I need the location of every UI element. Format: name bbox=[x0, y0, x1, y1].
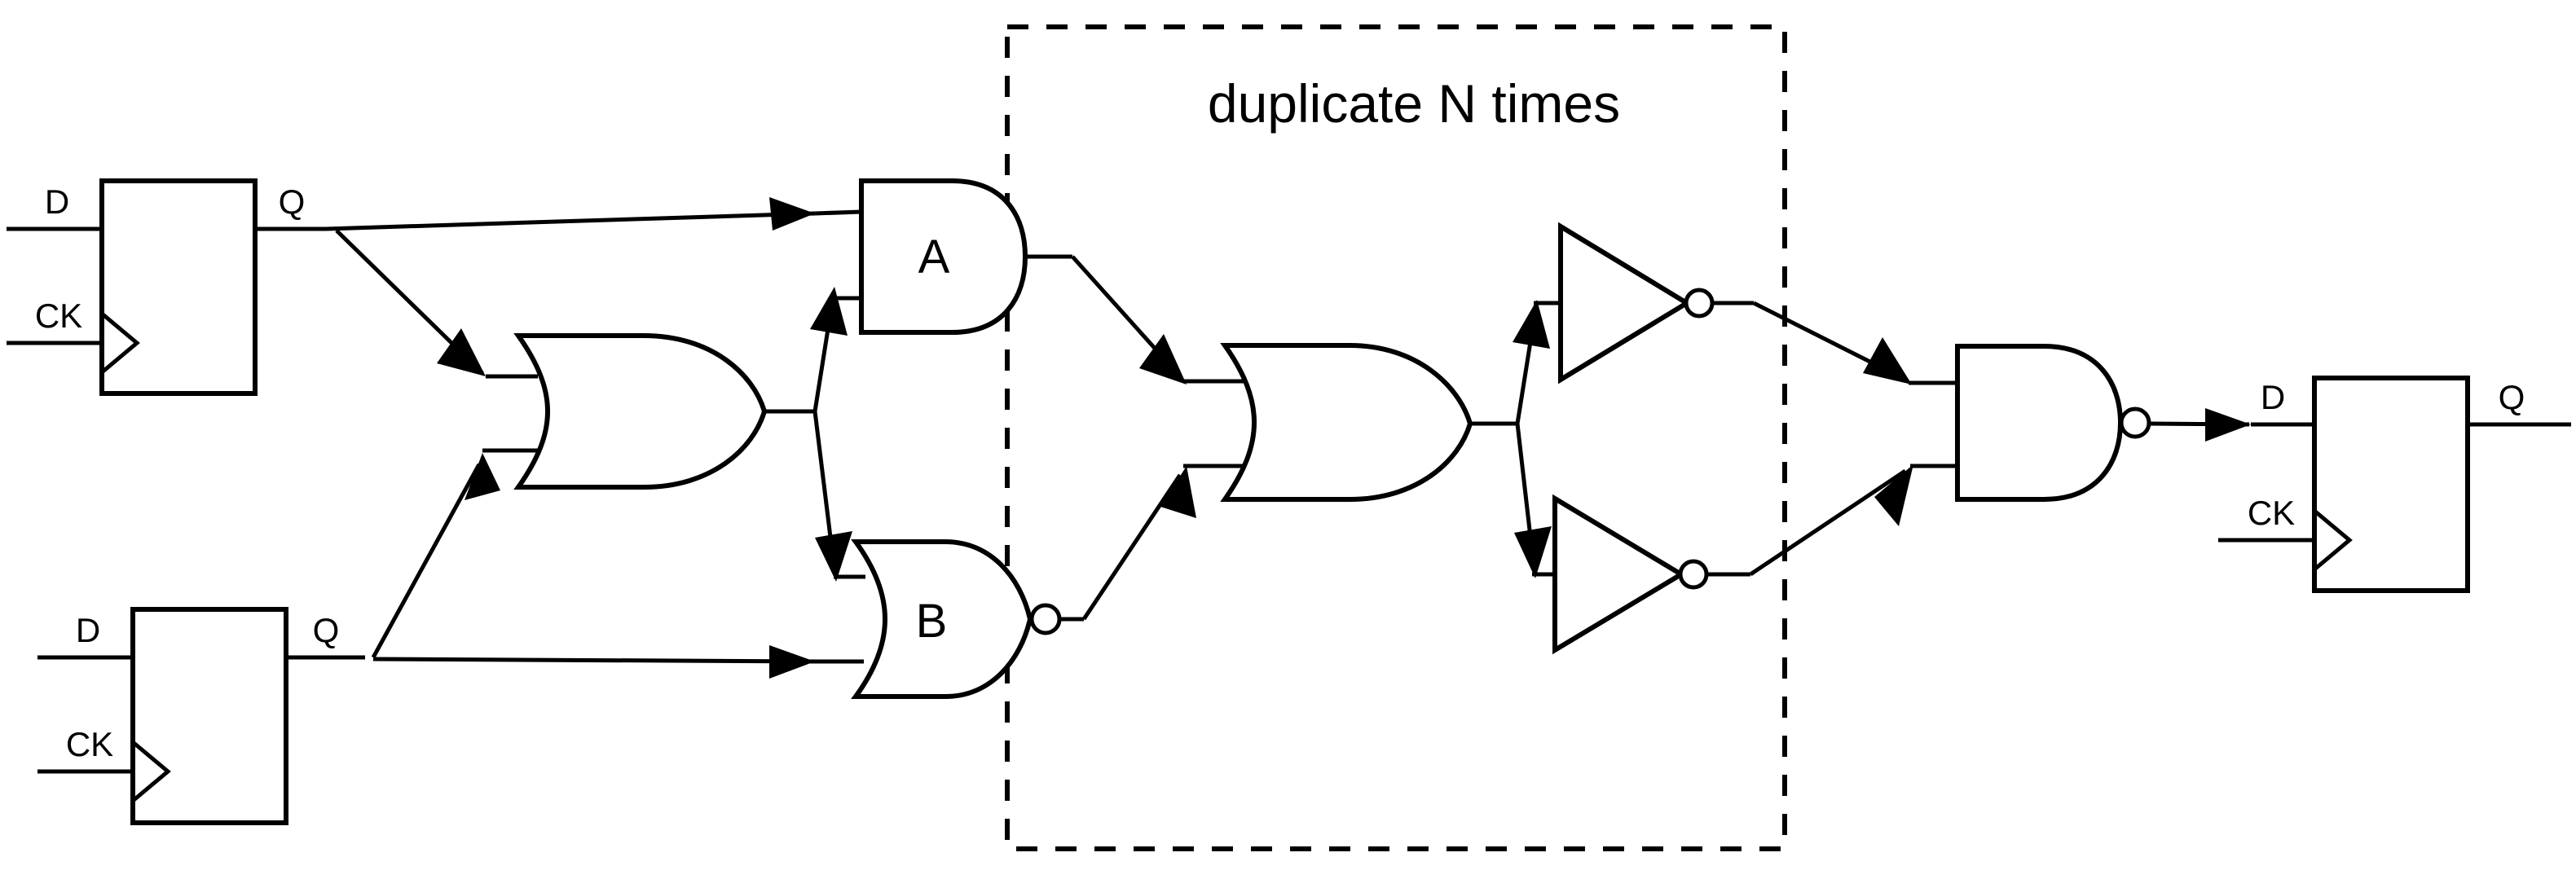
gate-b-label: B bbox=[916, 595, 948, 648]
inversion-bubble-icon bbox=[2119, 407, 2151, 439]
ff3-clock-triangle-icon bbox=[2313, 509, 2353, 571]
nand-gate-body bbox=[1955, 344, 2124, 502]
net-ff2q-to-gateB bbox=[372, 657, 816, 664]
ff3-d-label: D bbox=[2261, 378, 2285, 416]
flipflop-body bbox=[130, 607, 288, 825]
duplicate-region-box bbox=[1005, 24, 1787, 851]
flipflop-input-bottom[interactable]: D CK Q bbox=[37, 607, 365, 825]
arrowhead-icon bbox=[465, 453, 500, 500]
inverter-triangle-body bbox=[1558, 222, 1692, 385]
duplicate-region-label: duplicate N times bbox=[1208, 73, 1620, 134]
net-invbot-to-nand bbox=[1749, 468, 1907, 577]
arrowhead-icon bbox=[1514, 526, 1552, 578]
arrowhead-icon bbox=[815, 531, 852, 582]
arrowhead-icon bbox=[810, 287, 848, 336]
arrowhead-icon bbox=[769, 197, 815, 231]
or-gate-body bbox=[513, 333, 768, 490]
ff2-q-label: Q bbox=[313, 611, 340, 649]
or-gate-body bbox=[1220, 343, 1473, 502]
gate-b-nor[interactable]: B bbox=[851, 539, 1084, 699]
arrowhead-icon bbox=[1160, 466, 1196, 518]
ff2-ck-label: CK bbox=[66, 725, 113, 763]
ff3-ck-label: CK bbox=[2248, 494, 2295, 532]
ff2-d-label: D bbox=[76, 611, 100, 649]
gate-or-left[interactable] bbox=[486, 333, 815, 490]
gate-a-label: A bbox=[918, 231, 950, 283]
net-ff2q-to-orleft bbox=[371, 463, 482, 659]
ff1-d-label: D bbox=[45, 182, 69, 221]
flipflop-output[interactable]: D CK Q bbox=[2218, 376, 2571, 593]
net-ff1q-to-gateA-stub bbox=[814, 209, 862, 216]
inverter-top[interactable] bbox=[1558, 222, 1754, 385]
flipflop-body bbox=[99, 178, 258, 396]
nor-gate-body bbox=[851, 539, 1033, 699]
gate-a-and[interactable]: A bbox=[859, 178, 1072, 335]
ff2-clock-triangle-icon bbox=[131, 741, 171, 802]
arrowhead-icon bbox=[769, 645, 815, 679]
gate-nand-output[interactable] bbox=[1955, 344, 2151, 502]
arrowhead-icon bbox=[437, 328, 486, 376]
inversion-bubble-icon bbox=[1678, 559, 1709, 590]
arrowhead-icon bbox=[1513, 300, 1550, 349]
inverter-bottom[interactable] bbox=[1552, 494, 1750, 655]
gate-or-mid[interactable] bbox=[1191, 343, 1517, 502]
flipflop-body bbox=[2312, 376, 2470, 593]
inversion-bubble-icon bbox=[1684, 288, 1715, 319]
ff1-ck-label: CK bbox=[35, 297, 82, 335]
arrowhead-icon bbox=[2205, 408, 2251, 442]
ff1-clock-triangle-icon bbox=[100, 312, 140, 374]
net-gateB-to-ormid bbox=[1081, 473, 1182, 621]
inverter-triangle-body bbox=[1552, 494, 1686, 655]
flipflop-input-top[interactable]: D CK Q bbox=[7, 178, 326, 396]
net-ff1q-to-gateA bbox=[325, 211, 816, 231]
arrowhead-icon bbox=[1874, 464, 1913, 526]
arrowhead-icon bbox=[1863, 337, 1912, 385]
arrowhead-icon bbox=[1139, 334, 1187, 385]
ff3-q-label: Q bbox=[2499, 378, 2525, 416]
ff1-q-label: Q bbox=[279, 182, 306, 221]
inversion-bubble-icon bbox=[1029, 603, 1062, 635]
